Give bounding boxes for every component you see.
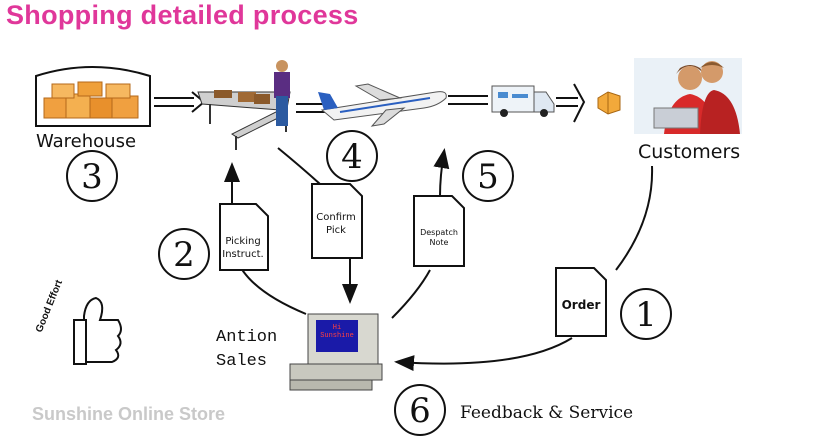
step-number-5: 5 bbox=[462, 150, 514, 202]
document-picking bbox=[219, 203, 269, 271]
curve-arrow-customers-to-order bbox=[615, 165, 654, 271]
step-number-2: 2 bbox=[158, 228, 210, 280]
flow-arrow-plane-to-van bbox=[448, 95, 488, 105]
document-despatch-text: Despatch Note bbox=[420, 228, 458, 247]
warehouse-boxes-icon bbox=[35, 66, 151, 127]
feedback-service-label: Feedback & Service bbox=[460, 403, 634, 423]
warehouse-label: Warehouse bbox=[36, 131, 137, 152]
document-confirm bbox=[311, 183, 363, 259]
sales-label-line1: Antion bbox=[216, 328, 278, 347]
page-title: Shopping detailed process bbox=[6, 0, 359, 30]
curve-arrow-computer-to-despatch bbox=[391, 269, 431, 319]
thumbs-up-icon bbox=[73, 296, 122, 365]
flow-arrow-conveyor-to-plane bbox=[296, 103, 326, 113]
document-order bbox=[555, 267, 607, 337]
curve-arrow-despatch-to-van bbox=[433, 148, 450, 197]
watermark-text: Sunshine Online Store bbox=[32, 404, 226, 424]
screen-text-line1: Hi bbox=[332, 324, 342, 332]
document-order-text: Order bbox=[561, 298, 601, 312]
step-number-4: 4 bbox=[326, 130, 378, 182]
flow-arrow-van-to-parcel bbox=[556, 83, 586, 123]
flow-arrow-warehouse-to-conveyor bbox=[154, 91, 206, 113]
customers-label: Customers bbox=[638, 141, 741, 163]
step-number-3: 3 bbox=[66, 150, 118, 202]
conveyor-worker-icon bbox=[197, 60, 291, 150]
curve-arrow-order-to-computer bbox=[394, 337, 573, 372]
parcel-icon bbox=[597, 91, 621, 115]
computer-icon bbox=[289, 313, 383, 391]
document-picking-text: Picking Instruct. bbox=[222, 236, 264, 260]
step-number-6: 6 bbox=[394, 384, 446, 436]
step-number-1: 1 bbox=[620, 288, 672, 340]
screen-text: Hi Sunshine bbox=[318, 324, 356, 341]
delivery-van-icon bbox=[491, 85, 555, 117]
screen-text-line2: Sunshine bbox=[320, 332, 354, 341]
curve-arrow-conveyor-to-confirm bbox=[277, 147, 321, 185]
airplane-icon bbox=[318, 83, 447, 127]
sales-label-line2: Sales bbox=[216, 352, 268, 371]
document-despatch bbox=[413, 195, 465, 267]
customers-photo-icon bbox=[634, 58, 742, 134]
document-confirm-text: Confirm Pick bbox=[316, 212, 356, 236]
